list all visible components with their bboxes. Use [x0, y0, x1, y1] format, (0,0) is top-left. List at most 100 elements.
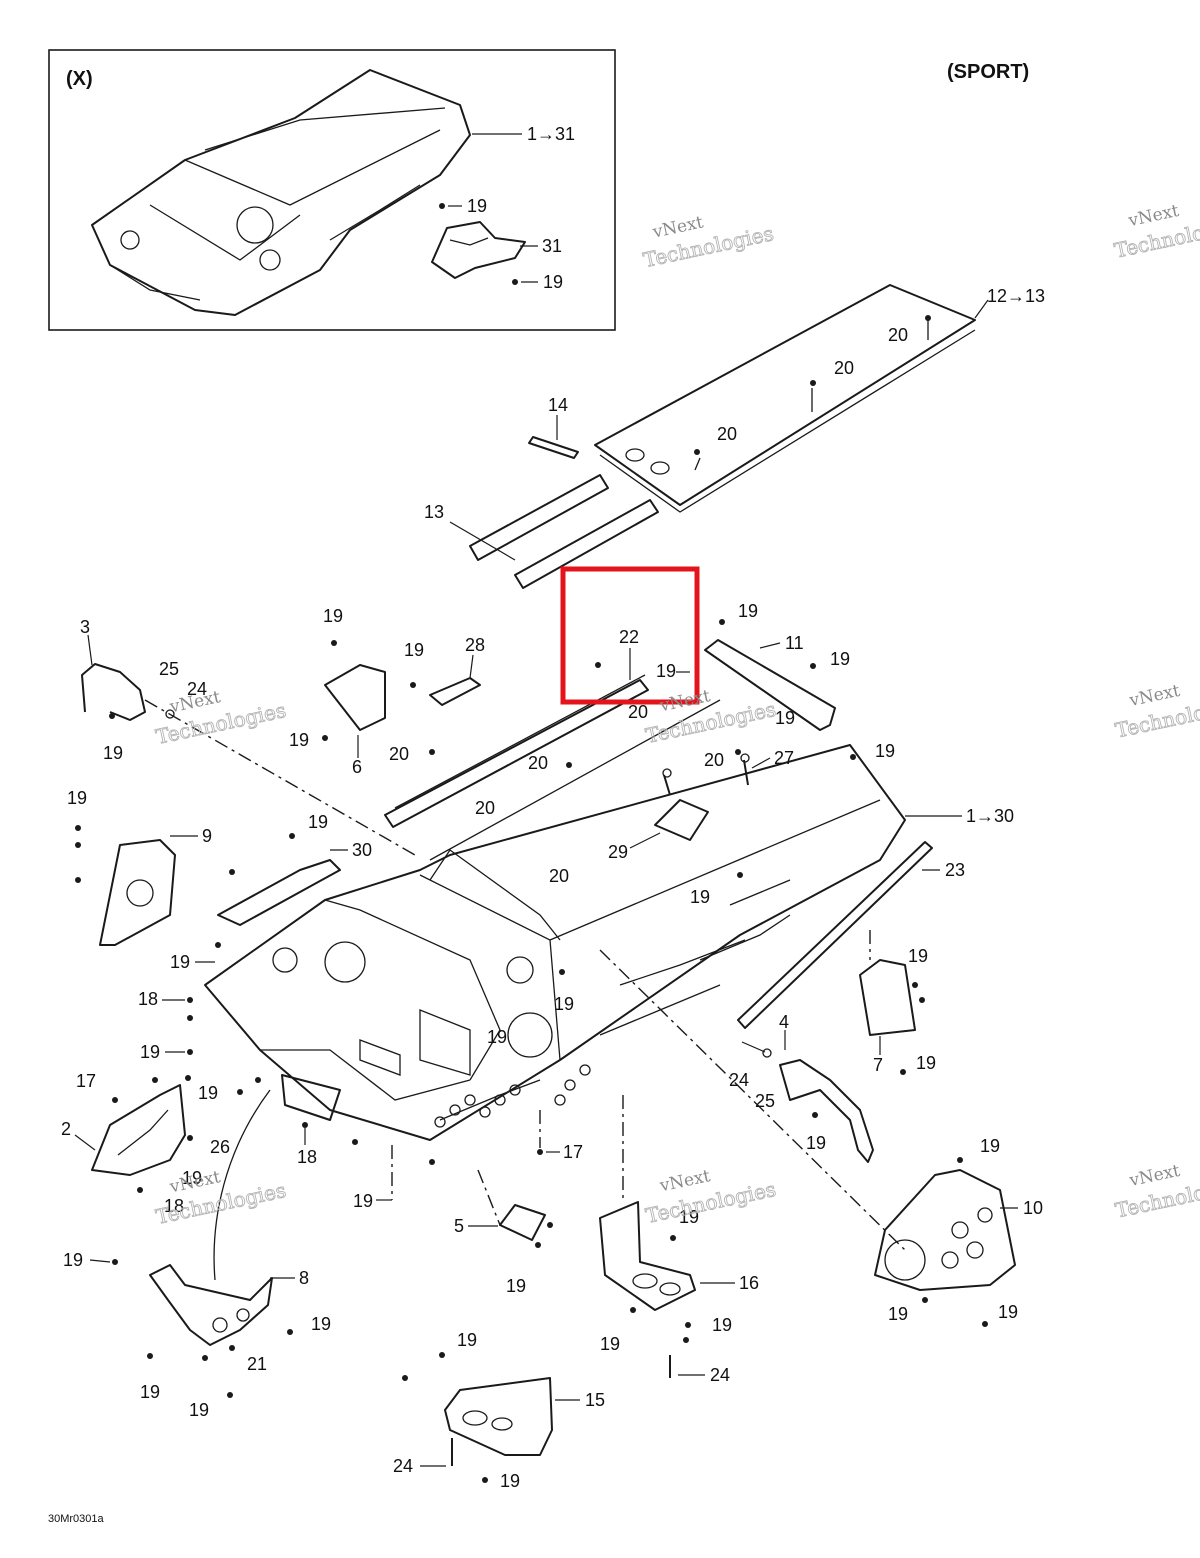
- callout-20-cover-a: 20: [888, 325, 908, 345]
- watermark-3: vNext Technologies: [153, 687, 288, 749]
- callout-19-l5: 19: [198, 1083, 218, 1103]
- inset-label: (X): [66, 68, 93, 90]
- callout-9: 9: [202, 826, 212, 846]
- callout-30: 30: [352, 840, 372, 860]
- callout-15: 15: [585, 1390, 605, 1410]
- callout-19-frame-mid: 19: [690, 887, 710, 907]
- callout-19-frame-r: 19: [875, 741, 895, 761]
- callout-28: 28: [465, 635, 485, 655]
- callout-17-l: 17: [76, 1071, 96, 1091]
- callout-5: 5: [454, 1216, 464, 1236]
- callout-19-11c: 19: [775, 708, 795, 728]
- watermark-4: vNext Technologies: [643, 686, 778, 748]
- callout-20-cover-b: 20: [834, 358, 854, 378]
- bracket-31-drawing: [431, 221, 526, 279]
- watermark-8: vNext Technologies: [1113, 1161, 1200, 1223]
- callout-19-9: 19: [67, 788, 87, 808]
- callout-19-6a: 19: [323, 606, 343, 626]
- callout-18-mid: 18: [297, 1147, 317, 1167]
- callout-19-11a: 19: [738, 601, 758, 621]
- callout-19-inset-a: 19: [467, 196, 487, 216]
- callout-24-left: 24: [187, 679, 207, 699]
- part-18-drawing: [281, 1074, 341, 1121]
- callout-20-c: 20: [475, 798, 495, 818]
- rail-22-drawing: [384, 674, 649, 828]
- callout-23: 23: [945, 860, 965, 880]
- inset-frame-drawing: [91, 69, 471, 316]
- callout-24-right: 24: [729, 1070, 749, 1090]
- centerline-right: [599, 949, 906, 1251]
- callout-20-b: 20: [528, 753, 548, 773]
- callout-20-cover-c: 20: [717, 424, 737, 444]
- callout-27: 27: [774, 748, 794, 768]
- callout-19-4: 19: [806, 1133, 826, 1153]
- callout-29: 29: [608, 842, 628, 862]
- part-15-drawing: [444, 1377, 553, 1456]
- part-10-drawing: [874, 1169, 1016, 1291]
- part-28-drawing: [429, 677, 481, 706]
- callout-19-30: 19: [308, 812, 328, 832]
- callout-19-15a: 19: [457, 1330, 477, 1350]
- callout-14: 14: [548, 395, 568, 415]
- callout-6: 6: [352, 757, 362, 777]
- callout-26: 26: [210, 1137, 230, 1157]
- callout-19-15b: 19: [500, 1471, 520, 1491]
- tunnel-cover-drawing: [594, 284, 976, 513]
- part-2-drawing: [91, 1084, 186, 1176]
- cross-bar: [429, 699, 721, 861]
- callout-18-l: 18: [138, 989, 158, 1009]
- callout-19-l1: 19: [170, 952, 190, 972]
- callout-19-rail: 19: [656, 661, 676, 681]
- callout-19-inset-b: 19: [543, 272, 563, 292]
- part-30-drawing: [217, 859, 341, 926]
- callout-19-16b: 19: [600, 1334, 620, 1354]
- watermark-5: vNext Technologies: [1113, 681, 1200, 743]
- callout-31: 31: [542, 236, 562, 256]
- callout-19-6b: 19: [289, 730, 309, 750]
- rails-13-drawing: [469, 474, 659, 589]
- callout-19-8a: 19: [63, 1250, 83, 1270]
- part-4-drawing: [779, 1059, 874, 1163]
- callout-24-16: 24: [710, 1365, 730, 1385]
- callout-11: 11: [785, 633, 804, 653]
- callout-19-10c: 19: [998, 1302, 1018, 1322]
- callout-7: 7: [873, 1055, 883, 1075]
- inset-frame: [48, 49, 616, 331]
- callout-21: 21: [247, 1354, 267, 1374]
- callout-4: 4: [779, 1012, 789, 1032]
- callout-19-16c: 19: [712, 1315, 732, 1335]
- part-8-drawing: [149, 1264, 273, 1346]
- callout-19-7b: 19: [916, 1053, 936, 1073]
- main-frame-drawing: [204, 744, 906, 1141]
- callout-2-19: 19: [182, 1168, 202, 1188]
- callout-19-5: 19: [506, 1276, 526, 1296]
- callout-19-l3: 19: [487, 1027, 507, 1047]
- callout-16: 16: [739, 1273, 759, 1293]
- part-23-drawing: [737, 841, 933, 1029]
- callout-19-3: 19: [103, 743, 123, 763]
- callout-12-13: 12→13: [987, 286, 1045, 306]
- frame-holes: [434, 1064, 591, 1128]
- callout-13: 13: [424, 502, 444, 522]
- callout-1-30: 1→30: [966, 806, 1014, 826]
- watermark-7: vNext Technologies: [643, 1166, 778, 1228]
- callout-19-16a: 19: [679, 1207, 699, 1227]
- callout-19-10b: 19: [888, 1304, 908, 1324]
- part-9-drawing: [99, 839, 176, 946]
- callout-25-right: 25: [755, 1091, 775, 1111]
- callout-20-e: 20: [704, 750, 724, 770]
- callout-19-8c: 19: [140, 1382, 160, 1402]
- part-16-drawing: [599, 1201, 696, 1311]
- watermark-6: vNext Technologies: [153, 1167, 288, 1229]
- callout-19-l2: 19: [554, 994, 574, 1014]
- part-14-drawing: [528, 436, 579, 459]
- watermark-1: vNext Technologies: [641, 212, 776, 272]
- callout-19-8d: 19: [189, 1400, 209, 1420]
- callout-19-10a: 19: [980, 1136, 1000, 1156]
- watermark-2: vNext Technologies: [1112, 201, 1200, 263]
- callout-20-rail: 20: [628, 702, 648, 722]
- part-6-drawing: [324, 664, 386, 731]
- callout-3: 3: [80, 617, 90, 637]
- callout-10: 10: [1023, 1198, 1043, 1218]
